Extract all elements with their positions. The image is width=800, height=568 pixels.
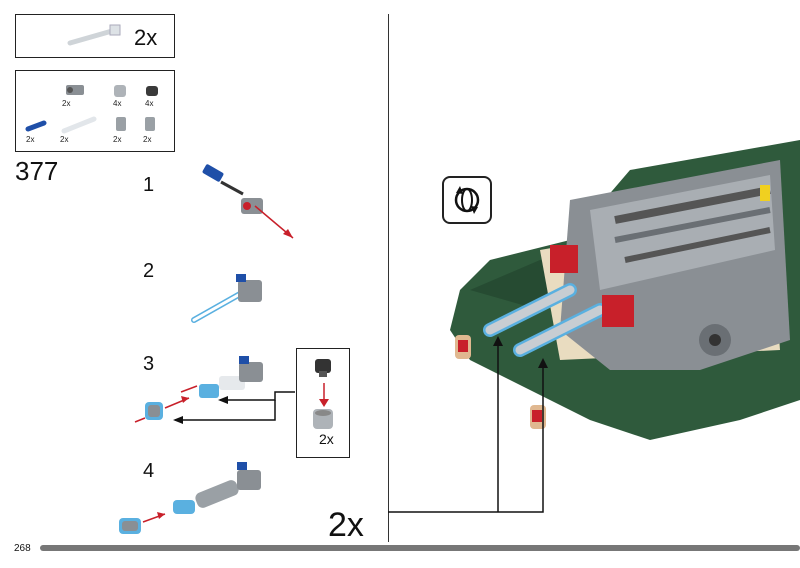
connector-icon	[116, 117, 126, 131]
car-callout-arrows	[388, 336, 548, 513]
page-divider	[388, 14, 389, 542]
top-callout: 2x	[15, 14, 175, 58]
sub-callout-qty: 2x	[319, 431, 334, 447]
car-chassis-illustration	[450, 140, 800, 440]
axle-connector-icon	[67, 24, 121, 46]
substep-2: 2	[143, 260, 155, 282]
down-arrow-icon	[319, 383, 329, 407]
page-number: 268	[14, 543, 31, 554]
parts-list: 2x 4x 4x 2x 2x 2x 2x	[15, 70, 175, 152]
substep-2-illustration	[191, 274, 262, 323]
white-axle-icon	[61, 116, 97, 134]
substep-1: 1	[143, 174, 155, 196]
dark-bush-icon	[146, 86, 158, 96]
dark-connector-icon	[315, 359, 331, 377]
parts-qty-6: 2x	[113, 135, 122, 144]
substep-4: 4	[143, 460, 155, 482]
connector-icon	[145, 117, 155, 131]
step-number: 377	[15, 156, 59, 186]
top-callout-qty: 2x	[134, 25, 158, 50]
substep-4-illustration	[119, 462, 261, 534]
parts-qty-7: 2x	[143, 135, 152, 144]
sub-callout: 2x	[296, 348, 350, 458]
callout-arrows	[173, 391, 295, 424]
right-panel-qty: 2x	[328, 506, 364, 544]
bush-icon	[313, 409, 333, 429]
bush-icon	[114, 85, 126, 97]
substep-3: 3	[143, 353, 155, 375]
parts-qty-2: 4x	[113, 99, 122, 108]
connector-beam-icon	[66, 85, 84, 95]
substep-3-illustration	[134, 356, 263, 423]
rotate-icon	[442, 176, 492, 224]
parts-qty-3: 4x	[145, 99, 154, 108]
substep-1-illustration	[202, 164, 294, 239]
parts-qty-1: 2x	[62, 99, 71, 108]
parts-qty-4: 2x	[26, 135, 35, 144]
blue-axle-icon	[25, 120, 47, 132]
progress-bar	[40, 545, 800, 551]
parts-qty-5: 2x	[60, 135, 69, 144]
